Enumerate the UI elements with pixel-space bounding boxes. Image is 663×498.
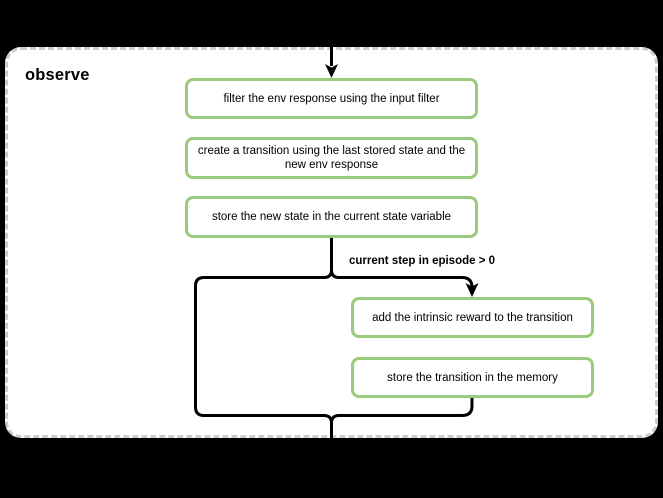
node-label: add the intrinsic reward to the transiti… [372,311,573,324]
diagram-title: observe [25,66,90,84]
node-label: create a transition using the last store… [197,145,466,171]
node-create-transition: create a transition using the last store… [185,137,478,179]
node-label: filter the env response using the input … [223,92,440,105]
node-add-intrinsic-reward: add the intrinsic reward to the transiti… [351,297,594,338]
node-label: store the new state in the current state… [211,211,452,223]
node-store-transition: store the transition in the memory [351,357,594,398]
node-filter-env-response: filter the env response using the input … [185,78,478,119]
condition-branch-label: current step in episode > 0 [349,255,496,267]
node-label: store the transition in the memory [387,371,558,384]
node-store-new-state: store the new state in the current state… [185,196,478,238]
